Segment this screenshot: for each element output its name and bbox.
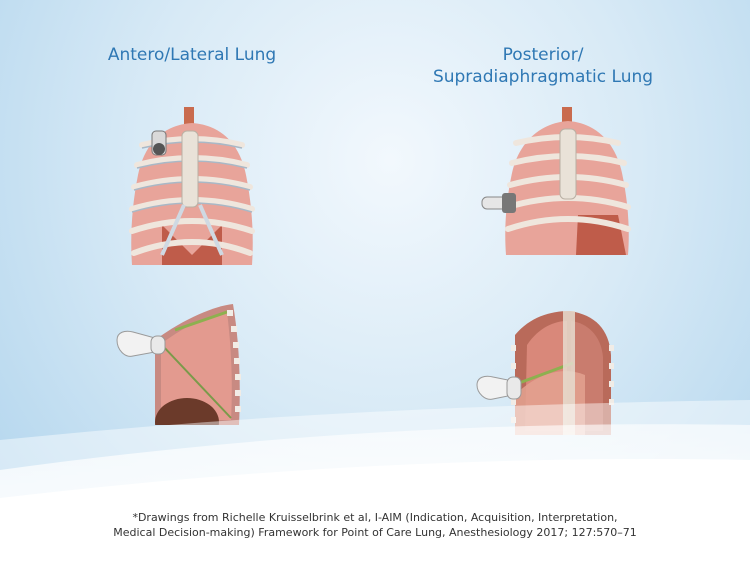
footnote-line-2: Medical Decision-making) Framework for P…: [113, 526, 637, 539]
ribcage-posterior-illustration: [481, 107, 631, 255]
panel-title-antero-lateral: Antero/Lateral Lung: [107, 45, 277, 65]
lung-lateral-section-illustration: [116, 304, 241, 425]
ribcage-anterior-illustration: [129, 107, 255, 265]
lung-posterior-section-illustration: [476, 311, 614, 435]
footnote-line-1: *Drawings from Richelle Kruisselbrink et…: [132, 511, 618, 524]
footnote-citation: *Drawings from Richelle Kruisselbrink et…: [0, 510, 750, 540]
panel-title-posterior: Posterior/ Supradiaphragmatic Lung: [432, 45, 654, 87]
